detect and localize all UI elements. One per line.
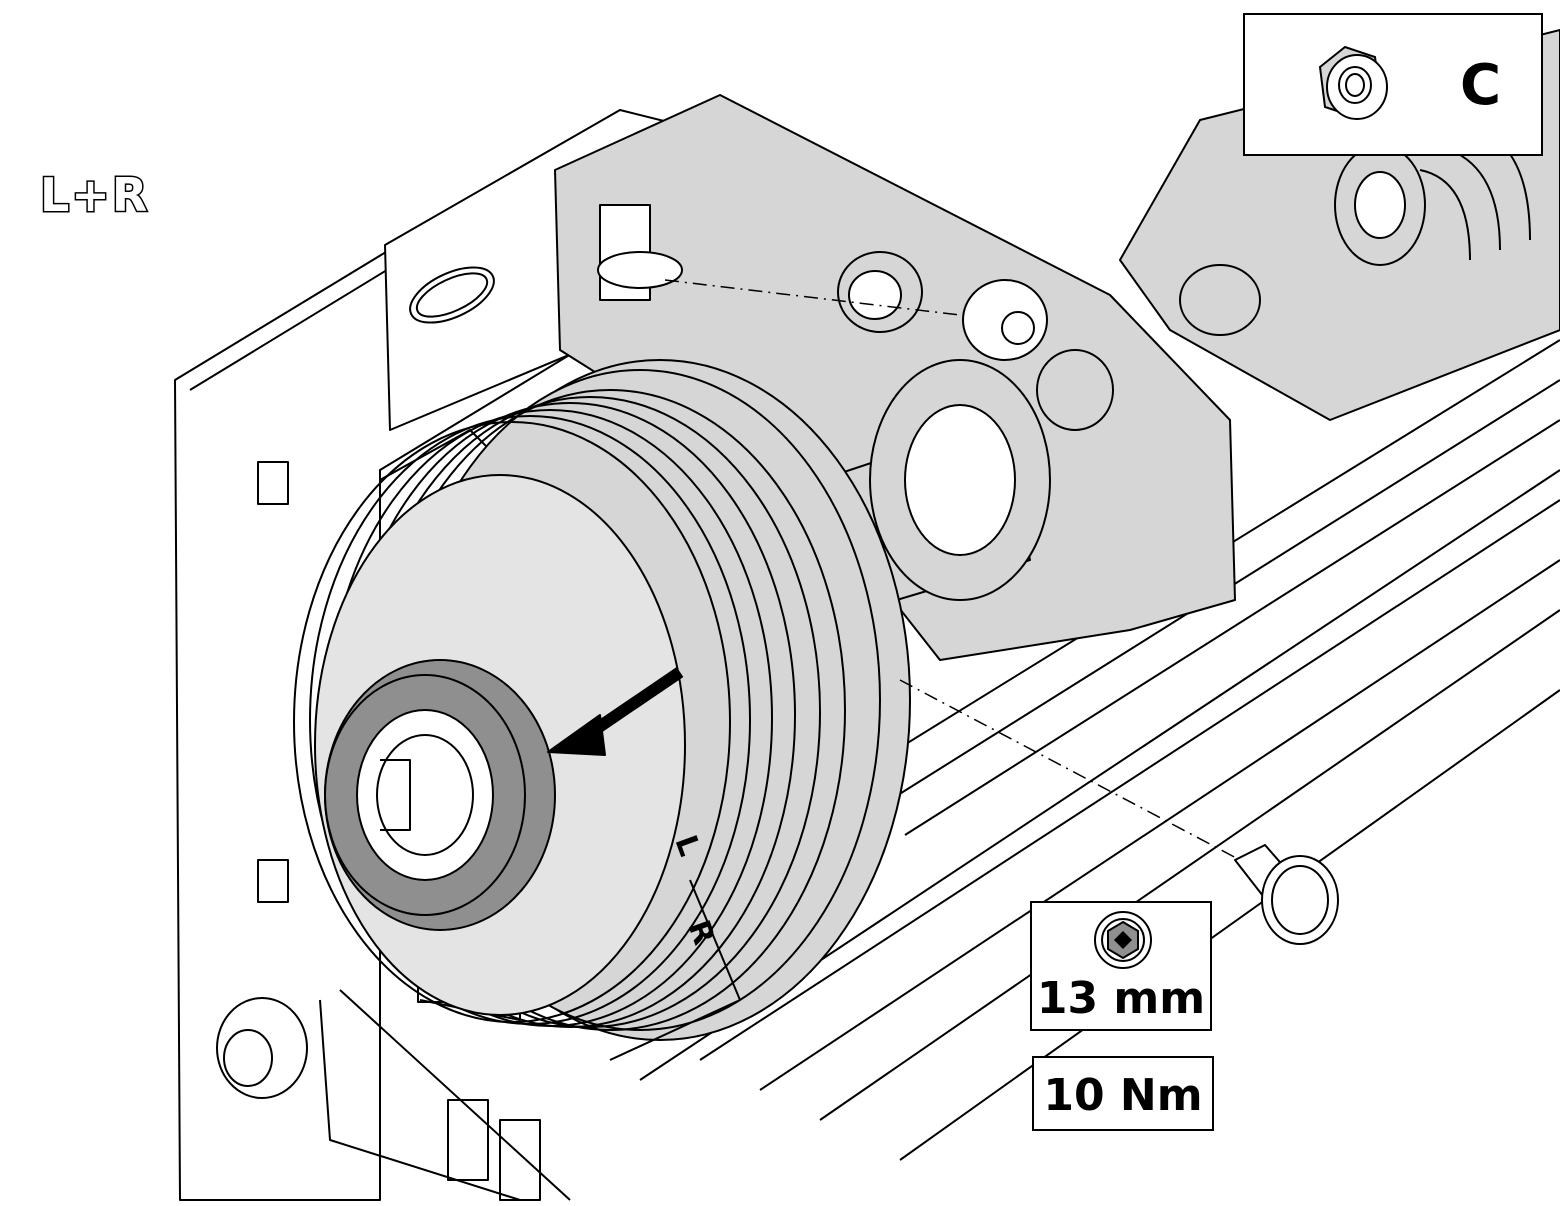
- part-callout: C: [1243, 13, 1543, 156]
- hex-bolt: [1234, 844, 1339, 945]
- drum-collar: [324, 659, 556, 931]
- part-letter: C: [1460, 53, 1502, 118]
- removal-arrow: [547, 667, 684, 756]
- bracket-bolt: [216, 997, 308, 1099]
- hex-socket-icon: [1094, 911, 1152, 969]
- bracket-nuts: [837, 251, 1261, 431]
- tool-callout: 13 mm: [1030, 901, 1212, 1031]
- torque-callout: 10 Nm: [1032, 1056, 1214, 1131]
- side-label: L+R: [38, 167, 150, 224]
- tool-size: 13 mm: [1036, 973, 1206, 1024]
- flange-nut-icon: [1318, 45, 1388, 120]
- torque-value: 10 Nm: [1043, 1070, 1203, 1121]
- bearing-bracket: [554, 94, 1236, 661]
- alignment-lines: [664, 279, 1241, 861]
